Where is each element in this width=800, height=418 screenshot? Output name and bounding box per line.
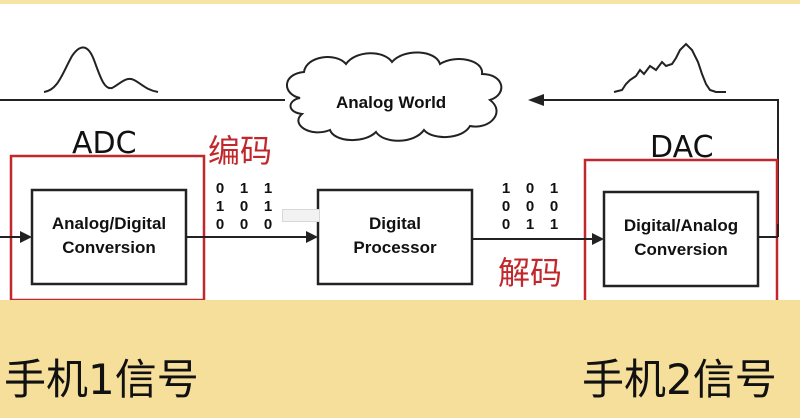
adc-to-processor-arrowhead: [306, 231, 318, 243]
adc-box-line2: Conversion: [62, 238, 156, 257]
processor-box: [316, 188, 474, 286]
caption-band: [0, 300, 800, 418]
analog-world-cloud: [286, 51, 503, 142]
phone1-signal-label: 手机1信号: [4, 355, 199, 404]
input-arrowhead: [20, 231, 32, 243]
screenshot-size-tag: [282, 209, 320, 222]
adc-label: ADC: [72, 126, 137, 161]
processor-to-dac-arrowhead: [592, 233, 604, 245]
adc-box-line1: Analog/Digital: [51, 214, 167, 233]
analog-world-label: Analog World: [336, 93, 447, 112]
signal-diagram: Analog World ADC DAC 编码 解码 Analog/Digita…: [0, 4, 800, 300]
feedback-arrowhead: [528, 94, 544, 106]
dac-label: DAC: [650, 130, 714, 165]
adc-box: [30, 188, 188, 286]
decode-label: 解码: [498, 254, 563, 292]
adc-highlight-frame: [9, 154, 206, 300]
dac-box-line2: Conversion: [634, 240, 728, 259]
processor-box-text: Digital Processor: [318, 212, 472, 260]
dac-box-line1: Digital/Analog: [623, 216, 739, 235]
encode-label: 编码: [208, 132, 273, 170]
dac-box-text: Digital/Analog Conversion: [604, 214, 758, 262]
phone2-signal-label: 手机2信号: [582, 355, 777, 404]
adc-waveform: [43, 46, 159, 93]
dac-waveform: [613, 42, 726, 93]
adc-box-text: Analog/Digital Conversion: [32, 212, 186, 260]
processor-box-line2: Processor: [353, 238, 437, 257]
diagram-graphics: [0, 42, 779, 300]
processor-box-line1: Digital: [369, 214, 421, 233]
